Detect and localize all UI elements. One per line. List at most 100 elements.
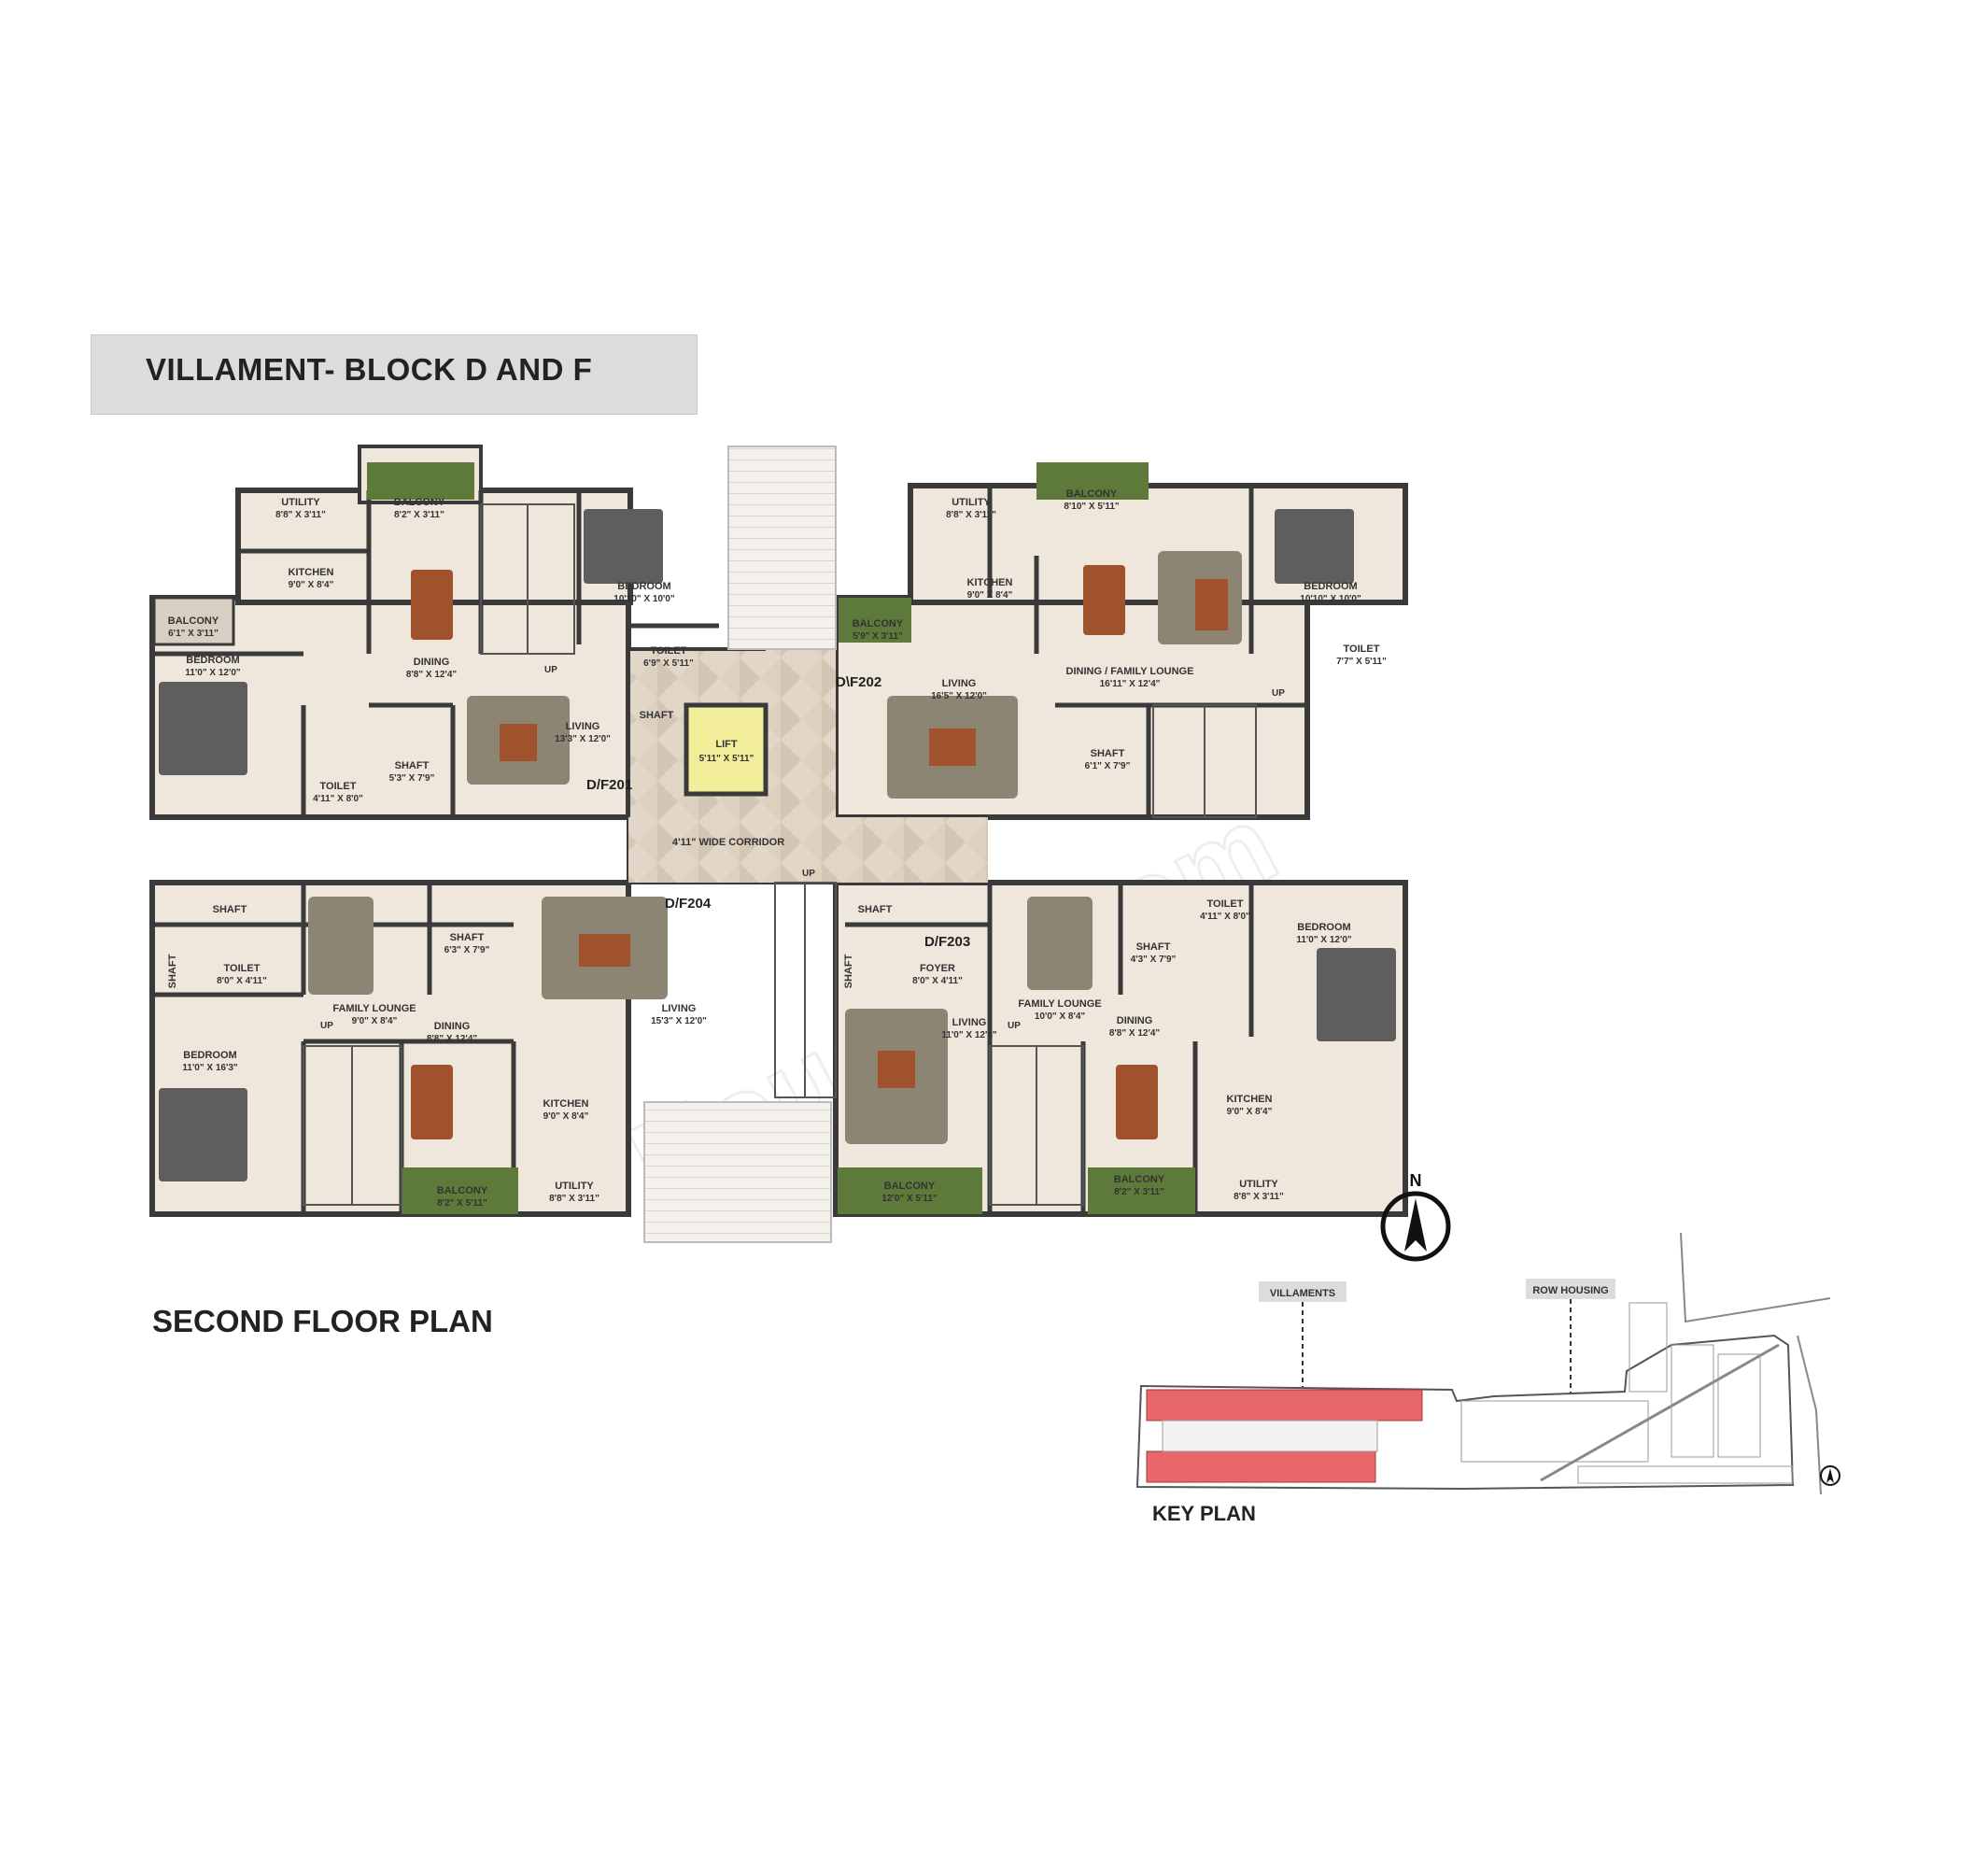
- room-name: KITCHEN: [1227, 1094, 1273, 1105]
- room-name: SHAFT: [858, 904, 893, 915]
- stair-up-label: UP: [1008, 1021, 1021, 1031]
- floor-plan-caption: SECOND FLOOR PLAN: [152, 1304, 493, 1338]
- room-dim: 8'8" X 3'11": [946, 510, 996, 520]
- room-name: BEDROOM: [617, 581, 670, 592]
- room-dim: 15'3" X 12'0": [651, 1016, 707, 1026]
- room-name: SHAFT: [640, 710, 674, 721]
- room-name: LIVING: [566, 721, 600, 732]
- room-dim: 13'3" X 12'0": [555, 734, 611, 744]
- room-dim: 11'0" X 12'0": [185, 668, 241, 678]
- room-name: BEDROOM: [1304, 581, 1357, 592]
- room-dim: 6'9" X 5'11": [643, 658, 694, 669]
- room-name: FOYER: [920, 963, 955, 974]
- room-name: UTILITY: [1239, 1179, 1278, 1190]
- room-name: SHAFT: [167, 954, 178, 988]
- unit-label-202: D\F202: [836, 674, 881, 690]
- room-name: SHAFT: [213, 904, 247, 915]
- title-bar: VILLAMENT- BLOCK D AND F: [91, 334, 698, 415]
- key-plan-row-housing-label: ROW HOUSING: [1532, 1285, 1608, 1296]
- room-dim: 8'0" X 4'11": [217, 976, 267, 986]
- room-dim: 5'9" X 3'11": [853, 631, 903, 642]
- room-dim: 8'8" X 3'11": [549, 1194, 599, 1204]
- bed-furniture: [159, 509, 1396, 1181]
- room-dim: 8'10" X 5'11": [1064, 502, 1120, 512]
- room-name: BEDROOM: [1297, 922, 1350, 933]
- room-name: KITCHEN: [967, 577, 1013, 588]
- key-plan-caption: KEY PLAN: [1152, 1502, 1256, 1525]
- room-name: SHAFT: [1091, 748, 1125, 759]
- lift-name: LIFT: [715, 739, 737, 750]
- room-name: UTILITY: [555, 1181, 594, 1192]
- room-name: SHAFT: [843, 954, 854, 988]
- lift: [684, 702, 768, 797]
- room-name: LIVING: [952, 1017, 987, 1028]
- room-dim: 4'3" X 7'9": [1131, 955, 1177, 965]
- unit-label-204: D/F204: [665, 896, 712, 912]
- room-name: LIVING: [942, 678, 977, 689]
- living-furniture: [308, 551, 1242, 1144]
- room-dim: 10'10" X 10'0": [1300, 594, 1361, 604]
- dining-furniture: [411, 565, 1158, 1139]
- room-dim: 9'0" X 8'4": [1227, 1107, 1273, 1117]
- stair-up-label: UP: [802, 869, 815, 879]
- stair-up-label: UP: [320, 1021, 333, 1031]
- north-arrow-icon: N: [1380, 1171, 1451, 1262]
- stair-up-label: UP: [1272, 688, 1285, 699]
- unit-label-201: D/F201: [586, 777, 632, 793]
- room-dim: 8'8" X 12'4": [1109, 1028, 1161, 1039]
- room-dim: 9'0" X 8'4": [543, 1111, 589, 1122]
- room-dim: 4'11" X 8'0": [1200, 912, 1250, 922]
- stair-up-label: UP: [544, 665, 557, 675]
- room-name: BALCONY: [853, 618, 904, 629]
- room-dim: 16'11" X 12'4": [1100, 679, 1161, 689]
- room-dim: 5'3" X 7'9": [389, 773, 435, 784]
- page-title: VILLAMENT- BLOCK D AND F: [146, 352, 593, 387]
- key-plan-villaments-label: VILLAMENTS: [1270, 1288, 1335, 1299]
- room-name: FAMILY LOUNGE: [1018, 998, 1101, 1010]
- room-name: BALCONY: [394, 497, 445, 508]
- balconies: [152, 462, 1195, 1214]
- room-dim: 12'0" X 5'11": [881, 1194, 938, 1204]
- room-name: BALCONY: [884, 1181, 936, 1192]
- room-name: UTILITY: [952, 497, 991, 508]
- room-dim: 8'0" X 4'11": [912, 976, 963, 986]
- room-name: KITCHEN: [543, 1098, 589, 1110]
- room-name: TOILET: [224, 963, 261, 974]
- room-name: TOILET: [1207, 898, 1244, 910]
- room-dim: 10'0" X 8'4": [1035, 1011, 1086, 1022]
- room-dim: 6'1" X 3'11": [168, 629, 219, 639]
- room-name: BALCONY: [1114, 1174, 1165, 1185]
- corridor-label: 4'11" WIDE CORRIDOR: [672, 837, 784, 848]
- room-dim: 6'3" X 7'9": [444, 945, 490, 955]
- room-name: SHAFT: [1136, 941, 1171, 953]
- room-name: SHAFT: [395, 760, 430, 771]
- room-name: SHAFT: [450, 932, 485, 943]
- room-dim: 8'2" X 5'11": [437, 1198, 487, 1209]
- room-dim: 6'1" X 7'9": [1085, 761, 1131, 771]
- room-dim: 8'8" X 12'4": [427, 1034, 478, 1044]
- lift-dim: 5'11" X 5'11": [699, 754, 754, 764]
- room-dim: 4'11" X 8'0": [313, 794, 363, 804]
- room-name: BALCONY: [437, 1185, 488, 1196]
- room-dim: 7'7" X 5'11": [1336, 657, 1387, 667]
- room-dim: 8'8" X 3'11": [275, 510, 326, 520]
- room-dim: 11'0" X 12'4": [941, 1030, 997, 1040]
- key-plan: VILLAMENTS ROW HOUSING: [1135, 1232, 1840, 1495]
- room-name: DINING: [434, 1021, 471, 1032]
- room-dim: 11'0" X 12'0": [1296, 935, 1352, 945]
- room-dim: 9'0" X 8'4": [967, 590, 1013, 601]
- room-name: TOILET: [651, 645, 687, 657]
- room-dim: 8'2" X 3'11": [1114, 1187, 1164, 1197]
- room-dim: 9'0" X 8'4": [352, 1016, 398, 1026]
- room-name: TOILET: [1344, 644, 1380, 655]
- room-dim: 16'5" X 12'0": [931, 691, 987, 701]
- room-dim: 11'0" X 16'3": [182, 1063, 238, 1073]
- room-dim: 8'2" X 3'11": [394, 510, 444, 520]
- room-name: UTILITY: [281, 497, 320, 508]
- room-dim: 9'0" X 8'4": [289, 580, 334, 590]
- room-dim: 8'8" X 12'4": [406, 670, 458, 680]
- room-name: TOILET: [320, 781, 357, 792]
- room-dim: 8'8" X 3'11": [1234, 1192, 1284, 1202]
- unit-label-203: D/F203: [924, 934, 970, 950]
